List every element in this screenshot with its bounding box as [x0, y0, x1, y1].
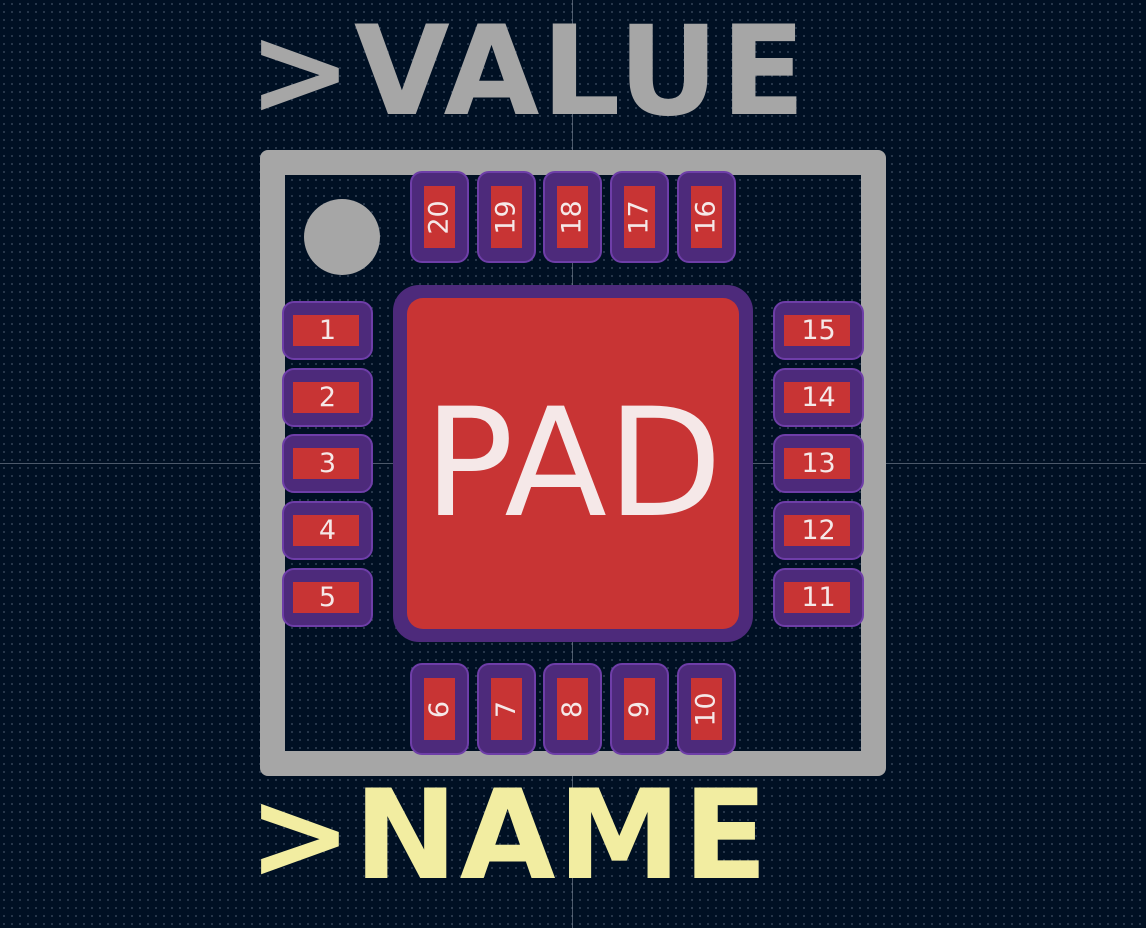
pad-5[interactable]: 5 — [282, 568, 373, 627]
pad-copper — [293, 448, 359, 479]
pad-copper — [691, 678, 722, 740]
pad-8[interactable]: 8 — [543, 663, 602, 755]
pad-number: 2 — [318, 382, 337, 413]
pad-copper — [491, 186, 522, 248]
pad-number: 7 — [491, 700, 522, 718]
pad-number: 6 — [424, 700, 455, 718]
pad-4[interactable]: 4 — [282, 501, 373, 560]
pad-20[interactable]: 20 — [410, 171, 469, 263]
pad-13[interactable]: 13 — [773, 434, 864, 493]
name-reference-text[interactable]: >NAME — [248, 764, 770, 908]
pad-14[interactable]: 14 — [773, 368, 864, 427]
center-thermal-pad[interactable]: PAD — [393, 285, 753, 642]
pad-12[interactable]: 12 — [773, 501, 864, 560]
pad-15[interactable]: 15 — [773, 301, 864, 360]
pad-6[interactable]: 6 — [410, 663, 469, 755]
pad-3[interactable]: 3 — [282, 434, 373, 493]
pad-number: 18 — [556, 199, 588, 235]
pad-19[interactable]: 19 — [477, 171, 536, 263]
pad-number: 8 — [557, 700, 588, 718]
pad-number: 17 — [623, 199, 655, 235]
pad-18[interactable]: 18 — [543, 171, 602, 263]
pad-copper — [491, 678, 522, 740]
pad-copper — [424, 186, 455, 248]
pad-number: 16 — [690, 199, 722, 235]
pad-16[interactable]: 16 — [677, 171, 736, 263]
pad-number: 1 — [318, 315, 337, 346]
pad-copper — [424, 678, 455, 740]
pad-10[interactable]: 10 — [677, 663, 736, 755]
pad-copper — [557, 678, 588, 740]
pad-number: 3 — [318, 448, 337, 479]
pad-copper — [784, 448, 850, 479]
pad-number: 5 — [318, 582, 337, 613]
silkscreen-outline[interactable] — [260, 150, 886, 776]
pad-copper — [784, 582, 850, 613]
pad-2[interactable]: 2 — [282, 368, 373, 427]
pad-1[interactable]: 1 — [282, 301, 373, 360]
pad-copper — [624, 678, 655, 740]
center-pad-copper — [407, 298, 739, 629]
center-pad-label: PAD — [423, 376, 723, 551]
pad-11[interactable]: 11 — [773, 568, 864, 627]
pad-number: 14 — [801, 382, 836, 413]
pad-copper — [784, 515, 850, 546]
pad-copper — [624, 186, 655, 248]
pad-number: 10 — [690, 691, 722, 727]
pad-copper — [293, 582, 359, 613]
pad-copper — [293, 315, 359, 346]
pad-copper — [293, 515, 359, 546]
value-reference-text[interactable]: >VALUE — [248, 0, 808, 144]
pad-17[interactable]: 17 — [610, 171, 669, 263]
pad-copper — [784, 382, 850, 413]
pad-copper — [784, 315, 850, 346]
pad-number: 11 — [801, 582, 836, 613]
pad-copper — [691, 186, 722, 248]
pad-copper — [557, 186, 588, 248]
pad-number: 12 — [801, 515, 836, 546]
pin1-indicator-dot — [304, 199, 380, 275]
pad-copper — [293, 382, 359, 413]
pad-7[interactable]: 7 — [477, 663, 536, 755]
pad-number: 4 — [318, 515, 337, 546]
pad-number: 20 — [423, 199, 455, 235]
pad-number: 15 — [801, 315, 836, 346]
pad-number: 9 — [624, 700, 655, 718]
pad-9[interactable]: 9 — [610, 663, 669, 755]
pad-number: 13 — [801, 448, 836, 479]
pad-number: 19 — [490, 199, 522, 235]
